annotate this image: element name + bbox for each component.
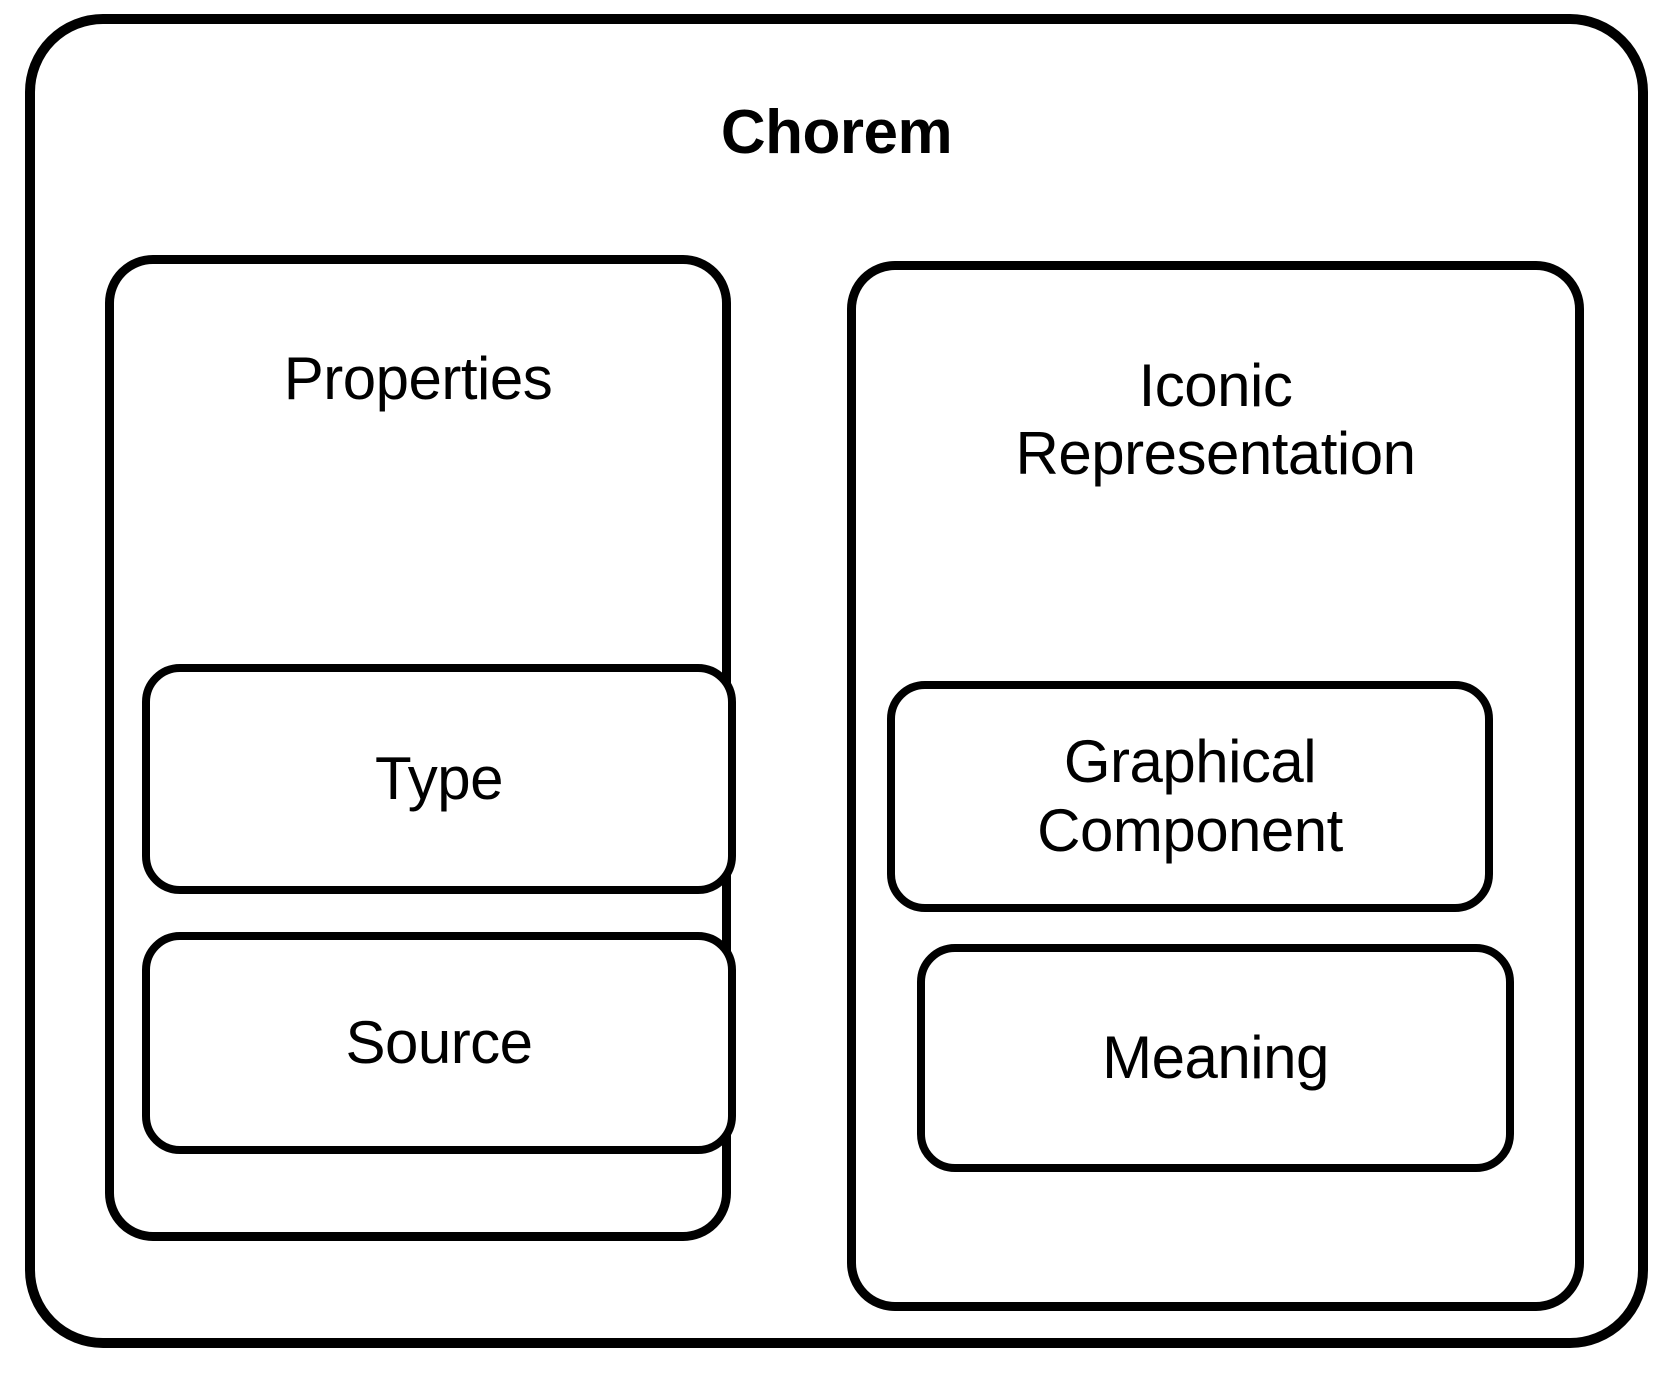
meaning-label: Meaning xyxy=(1102,1023,1329,1091)
source-label: Source xyxy=(345,1008,533,1076)
type-box xyxy=(142,664,736,894)
graphical-component-label: Graphical Component xyxy=(1037,728,1343,864)
type-label: Type xyxy=(374,744,504,812)
meaning-box xyxy=(917,944,1514,1172)
properties-label: Properties xyxy=(283,345,553,412)
graphical-component-box xyxy=(887,681,1493,912)
chorem-title: Chorem xyxy=(720,98,953,167)
iconic-representation-label: Iconic Representation xyxy=(1015,352,1416,488)
source-box xyxy=(142,932,736,1154)
